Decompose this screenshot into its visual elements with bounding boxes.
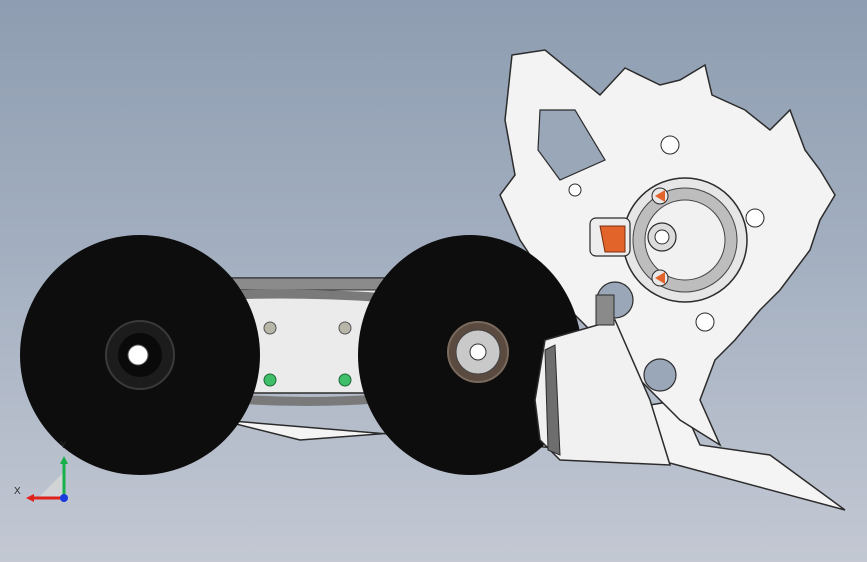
spinner-plate <box>499 49 836 447</box>
right-wheel <box>358 235 582 475</box>
front-wedge-block <box>534 294 672 466</box>
x-axis-label: X <box>14 486 21 497</box>
y-axis-label: Y <box>60 440 67 451</box>
left-wheel <box>20 235 260 475</box>
